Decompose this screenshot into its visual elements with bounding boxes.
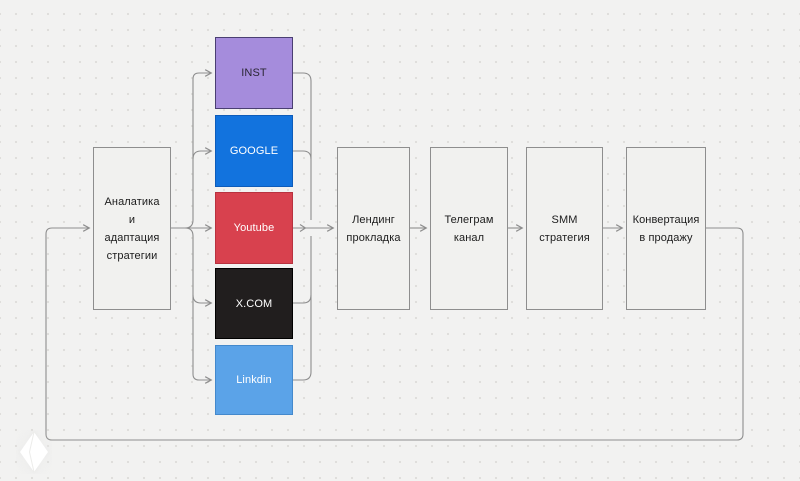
connector-google-out — [293, 150, 312, 160]
flow-node-smm[interactable]: SMM стратегия — [526, 147, 603, 310]
node-label: Аналатика и адаптация стратегии — [104, 195, 160, 262]
connector-xcom-out — [293, 294, 312, 304]
flow-node-inst[interactable]: INST — [215, 37, 293, 109]
diamond-gem-icon — [20, 431, 48, 473]
connector-group — [45, 69, 744, 441]
flow-node-conversion[interactable]: Конвертация в продажу — [626, 147, 706, 310]
flow-node-youtube[interactable]: Youtube — [215, 192, 293, 264]
connector-branch-to-xcom — [192, 294, 213, 307]
connector-linkdin-out — [293, 236, 312, 381]
node-label: Linkdin — [236, 374, 272, 386]
node-label: X.COM — [235, 297, 273, 310]
node-label: Youtube — [233, 222, 275, 234]
node-label: INST — [241, 67, 267, 79]
connector-analytics-to-inst — [171, 69, 213, 229]
connector-conversion-to-analytics — [45, 224, 744, 441]
connector-branch-to-google — [192, 147, 213, 160]
node-label: GOOGLE — [229, 145, 279, 157]
flow-node-xcom[interactable]: X.COM — [215, 268, 293, 339]
connector-analytics-to-linkdin — [171, 227, 213, 384]
node-label: SMM стратегия — [539, 213, 590, 244]
connector-inst-out — [293, 72, 312, 220]
flow-node-linkdin[interactable]: Linkdin — [215, 345, 293, 415]
flow-node-analytics[interactable]: Аналатика и адаптация стратегии — [93, 147, 171, 310]
node-label: Телеграм канал — [444, 213, 494, 244]
flow-node-landing[interactable]: Лендинг прокладка — [337, 147, 410, 310]
node-label: Лендинг прокладка — [346, 213, 401, 244]
node-label: Конвертация в продажу — [632, 213, 700, 244]
flow-node-google[interactable]: GOOGLE — [215, 115, 293, 187]
flow-node-telegram[interactable]: Телеграм канал — [430, 147, 508, 310]
connector-trunk-merge-chevron — [299, 224, 307, 232]
